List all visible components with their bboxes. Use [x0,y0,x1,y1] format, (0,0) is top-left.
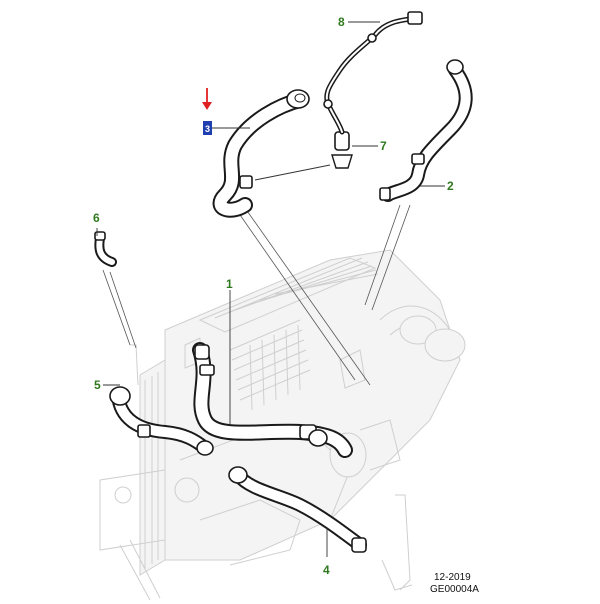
callout-4[interactable]: 4 [323,563,330,577]
hose-5[interactable] [109,386,214,456]
hose-1[interactable] [192,342,353,458]
footer: 12-2019 GE00004A [430,572,479,595]
pipe-8[interactable] [323,11,423,135]
projection-rays [102,204,411,386]
footer-code: GE00004A [430,584,479,595]
callout-5[interactable]: 5 [94,378,101,392]
callout-2[interactable]: 2 [447,179,454,193]
callout-6[interactable]: 6 [93,211,100,225]
callout-3-highlight[interactable]: 3 [203,121,212,135]
callout-1[interactable]: 1 [226,277,233,291]
footer-date: 12-2019 [434,572,471,583]
callout-8[interactable]: 8 [338,15,345,29]
sensor-7[interactable] [331,131,353,169]
hose-3[interactable] [212,89,310,218]
callout-labels: 1 2 3 4 5 6 7 8 [93,15,454,577]
leader-lines [96,21,445,557]
callout-3[interactable]: 3 [205,124,210,134]
hose-6[interactable] [94,231,117,267]
hose-2[interactable] [379,59,473,202]
callout-7[interactable]: 7 [380,139,387,153]
hose-4[interactable] [228,466,367,553]
red-arrow-icon [202,88,212,110]
